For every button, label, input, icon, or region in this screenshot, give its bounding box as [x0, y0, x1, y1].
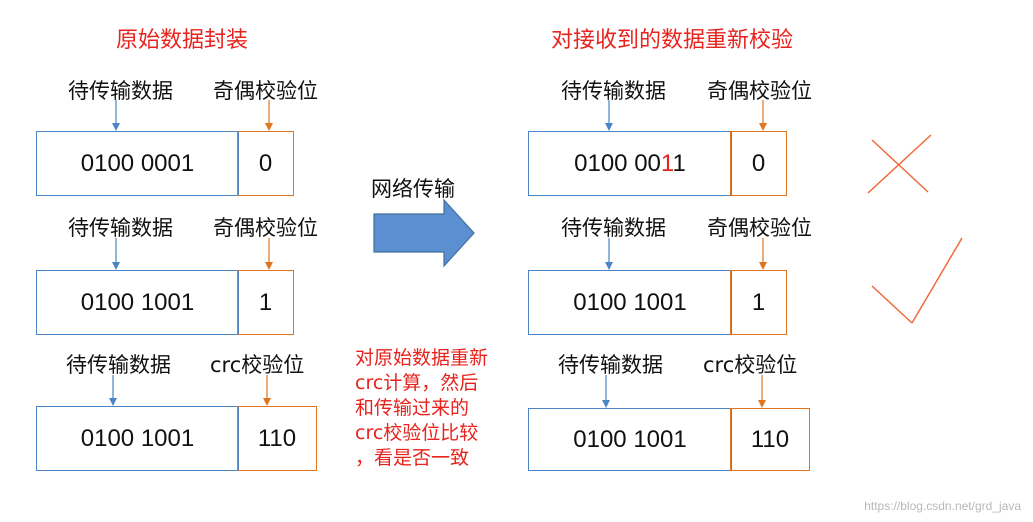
right-row1-check-value: 0: [751, 149, 766, 177]
left-row1-check-value: 0: [258, 149, 273, 177]
right-pointer-arrows: [602, 100, 767, 408]
left-row3-data-label: 待传输数据: [66, 353, 171, 377]
right-row1-check-box: 0: [730, 131, 787, 196]
crc-note: 对原始数据重新 crc计算，然后 和传输过来的 crc校验位比较 ，看是否一致: [355, 346, 488, 471]
transfer-label: 网络传输: [371, 177, 455, 201]
left-row3-check-box: 110: [237, 406, 317, 471]
left-row1-data-label: 待传输数据: [68, 79, 173, 103]
crc-note-line-1: 对原始数据重新: [355, 347, 489, 369]
right-row2-check-box: 1: [730, 270, 787, 335]
watermark: https://blog.csdn.net/grd_java: [864, 499, 1021, 513]
left-row2-check-label: 奇偶校验位: [213, 216, 318, 240]
right-row1-data-box: 0100 0011: [528, 131, 732, 196]
cross-icon: [867, 134, 932, 194]
crc-note-line-5: ，看是否一致: [355, 447, 470, 469]
right-row2-data-label: 待传输数据: [561, 216, 666, 240]
left-row1-data-box: 0100 0001: [36, 131, 239, 196]
right-row3-check-value: 110: [750, 425, 790, 453]
check-icon: [871, 237, 963, 324]
transfer-arrow-icon: [373, 198, 475, 268]
crc-note-line-2: crc计算，然后: [355, 372, 479, 394]
left-row3-data-value: 0100 1001: [80, 424, 195, 452]
right-row2-data-value: 0100 1001: [573, 288, 687, 316]
left-row1-data-value: 0100 0001: [80, 149, 195, 177]
left-row2-data-label: 待传输数据: [68, 216, 173, 240]
right-row1-data-tail: 1: [672, 149, 686, 177]
left-row2-check-box: 1: [237, 270, 294, 335]
right-row1-data-label: 待传输数据: [561, 79, 666, 103]
right-title: 对接收到的数据重新校验: [551, 28, 794, 53]
crc-note-line-3: 和传输过来的: [355, 397, 470, 419]
left-row2-data-value: 0100 1001: [80, 288, 195, 316]
right-row3-check-label: crc校验位: [703, 353, 798, 377]
right-row1-data-value: 0100 0011: [574, 150, 686, 178]
left-row3-data-box: 0100 1001: [36, 406, 239, 471]
right-row1-error-bit: 1: [660, 149, 673, 177]
right-row3-data-value: 0100 1001: [573, 425, 687, 453]
right-row1-data-normal: 0100 00: [574, 149, 661, 177]
left-row2-check-value: 1: [258, 288, 273, 316]
right-row2-data-box: 0100 1001: [528, 270, 732, 335]
left-row1-check-box: 0: [237, 131, 294, 196]
right-row1-check-label: 奇偶校验位: [707, 79, 812, 103]
left-row2-data-box: 0100 1001: [36, 270, 239, 335]
left-row1-check-label: 奇偶校验位: [213, 79, 318, 103]
right-row3-check-box: 110: [730, 408, 810, 471]
left-row3-check-value: 110: [257, 424, 297, 452]
right-row3-data-box: 0100 1001: [528, 408, 732, 471]
crc-note-line-4: crc校验位比较: [355, 422, 479, 444]
right-row2-check-label: 奇偶校验位: [707, 216, 812, 240]
left-row3-check-label: crc校验位: [210, 353, 305, 377]
right-row2-check-value: 1: [751, 288, 766, 316]
right-row3-data-label: 待传输数据: [558, 353, 663, 377]
left-pointer-arrows: [109, 100, 273, 406]
left-title: 原始数据封装: [116, 28, 249, 53]
